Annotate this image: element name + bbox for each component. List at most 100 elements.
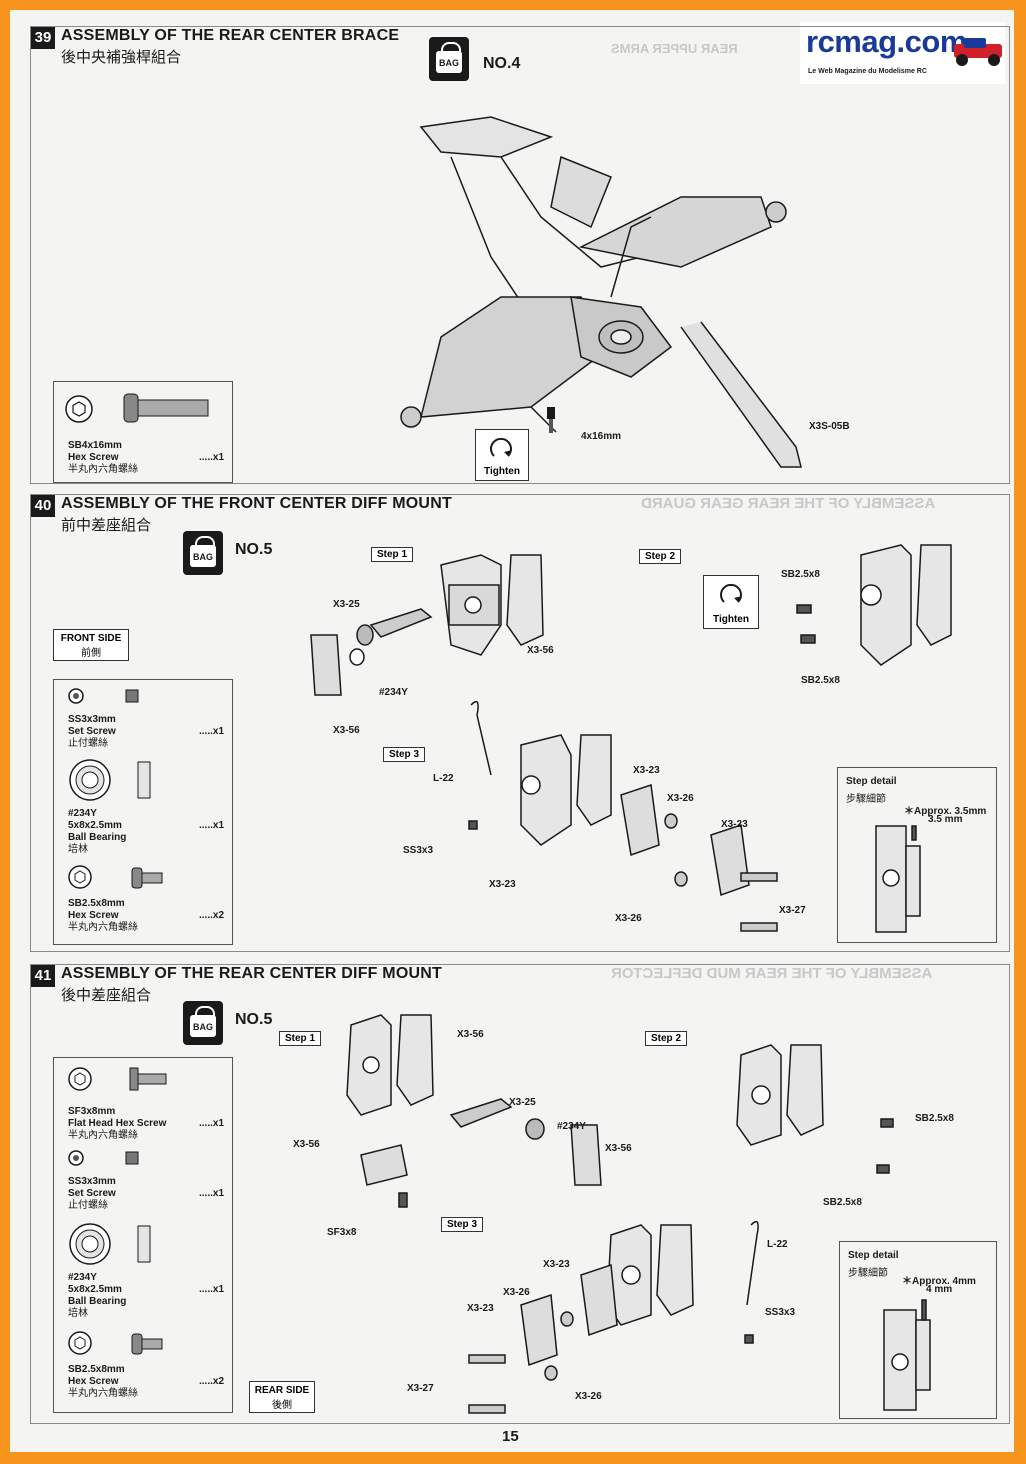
part-name: SB2.5x8mm: [68, 1364, 125, 1375]
part-label-ss3x3: SS3x3: [765, 1307, 796, 1318]
approx-dimension: ＊Approx. 3.5mm: [904, 806, 987, 817]
side-label: REAR SIDE: [254, 1385, 310, 1396]
part-label-l-22: L-22: [433, 773, 454, 784]
bleed-through-text: ASSEMBLY OF THE REAR MUD DEFLECTOR: [611, 965, 933, 982]
part-label-ss3x3: SS3x3: [403, 845, 434, 856]
part-desc: Ball Bearing: [68, 832, 127, 843]
tighten-label: Tighten: [484, 466, 520, 477]
part-desc: Hex Screw: [68, 910, 119, 921]
part-qty: .....x1: [198, 1284, 224, 1295]
logo-wordmark: rcmag.com: [806, 24, 967, 59]
section-41: 41 ASSEMBLY OF THE REAR CENTER DIFF MOUN…: [30, 964, 1010, 1424]
diff-mount-step1-diagram: [310, 554, 544, 696]
bag-icon: BAG: [183, 531, 223, 575]
part-cn: 半丸內六角螺絲: [68, 1130, 138, 1141]
part-label-x3-26: X3-26: [667, 793, 694, 804]
part-label-sf3x8: SF3x8: [327, 1227, 357, 1238]
part-name: SB4x16mm: [68, 440, 122, 451]
part-cn: 半丸內六角螺絲: [68, 922, 138, 933]
part-cn: 培林: [68, 1308, 88, 1319]
part-label-l-22: L-22: [767, 1239, 788, 1250]
part-name: SB2.5x8mm: [68, 898, 125, 909]
part-label-x3-25: X3-25: [509, 1097, 536, 1108]
part-label-sb2-5x8: SB2.5x8: [781, 569, 820, 580]
side-label-cn: 前側: [81, 648, 101, 659]
hex-screw-icon: [123, 393, 209, 423]
part-label-sb2-5x8: SB2.5x8: [801, 675, 840, 686]
hex-screw-head-icon: [65, 395, 93, 423]
part-qty: .....x1: [198, 1118, 224, 1129]
parts-list: SF3x8mm Flat Head Hex Screw 半丸內六角螺絲 ....…: [53, 1057, 233, 1413]
part-label-x3-56: X3-56: [527, 645, 554, 656]
part-label-x3-26: X3-26: [503, 1287, 530, 1298]
detail-diagram: [875, 825, 921, 933]
part-qty: .....x2: [198, 1376, 224, 1387]
part-label-x3-25: X3-25: [333, 599, 360, 610]
side-label-cn: 後側: [272, 1400, 292, 1411]
section-title: ASSEMBLY OF THE REAR CENTER BRACE: [61, 27, 400, 44]
part-label-sb2-5x8: SB2.5x8: [823, 1197, 862, 1208]
step-3-label: Step 3: [441, 1217, 484, 1232]
part-label-x3-27: X3-27: [779, 905, 806, 916]
part-desc: Hex Screw: [68, 452, 119, 463]
part-label-x3-23: X3-23: [489, 879, 516, 890]
part-label-x3-26: X3-26: [575, 1391, 602, 1402]
bag-icon: BAG: [183, 1001, 223, 1045]
tighten-box: Tighten: [703, 575, 759, 629]
part-name: #234Y: [68, 1272, 97, 1283]
tighten-box: Tighten: [475, 429, 529, 481]
part-label-x3-56: X3-56: [457, 1029, 484, 1040]
part-desc: Flat Head Hex Screw: [68, 1118, 167, 1129]
part-cn: 止付螺絲: [68, 738, 108, 749]
part-name: SS3x3mm: [68, 714, 116, 725]
diff-mount-step3-diagram: [468, 700, 778, 932]
rotate-icon: [720, 583, 742, 603]
part-label-x3-23: X3-23: [467, 1303, 494, 1314]
rear-diff-mount-step2-diagram: [736, 1044, 894, 1174]
parts-list: SS3x3mm Set Screw 止付螺絲 .....x1 #234Y 5x8…: [53, 679, 233, 945]
step-detail-title: Step detail: [846, 776, 897, 787]
part-label-x3-56: X3-56: [293, 1139, 320, 1150]
part-cn: 培林: [68, 844, 88, 855]
part-label-x3-56: X3-56: [333, 725, 360, 736]
ball-bearing-icon: [69, 759, 151, 801]
screw-label: 4x16mm: [581, 431, 622, 442]
bleed-through-text: REAR UPPER ARMS: [611, 41, 738, 56]
rotate-icon: [490, 437, 512, 457]
part-cn: 半丸內六角螺絲: [68, 464, 138, 475]
hex-screw-icon: [68, 865, 163, 889]
hex-screw-icon: [68, 1331, 163, 1355]
brace-label: X3S-05B: [809, 421, 850, 432]
step-detail-box: Step detail 步驟細節 ＊Approx. 3.5mm 3.5 mm: [837, 767, 997, 943]
page-number: 15: [502, 1428, 519, 1445]
part-qty: .....x1: [198, 1188, 224, 1199]
part-desc: Set Screw: [68, 1188, 116, 1199]
section-39: 39 ASSEMBLY OF THE REAR CENTER BRACE 後中央…: [30, 26, 1010, 484]
logo-tagline: Le Web Magazine du Modelisme RC: [808, 68, 927, 75]
step-1-label: Step 1: [371, 547, 414, 562]
part-label-234y: #234Y: [379, 687, 408, 698]
diff-mount-step2-diagram: [796, 544, 952, 666]
bag-number: NO.4: [483, 55, 521, 72]
part-name: #234Y: [68, 808, 97, 819]
screw-icon: [547, 407, 555, 433]
section-title-cn: 後中央補強桿組合: [61, 49, 182, 66]
step-3-label: Step 3: [383, 747, 426, 762]
part-desc: Hex Screw: [68, 1376, 119, 1387]
section-number: 41: [31, 965, 55, 987]
section-title-cn: 後中差座組合: [61, 987, 152, 1004]
approx-dimension: ＊Approx. 4mm: [902, 1276, 976, 1287]
part-label-x3-23: X3-23: [721, 819, 748, 830]
step-2-label: Step 2: [639, 549, 682, 564]
section-number: 39: [31, 27, 55, 49]
rear-diff-mount-step3-diagram: [468, 1220, 759, 1414]
tighten-label: Tighten: [713, 614, 749, 625]
rcmag-logo: rcmag.com Le Web Magazine du Modelisme R…: [800, 22, 1005, 84]
part-qty: .....x1: [198, 452, 224, 463]
side-label: FRONT SIDE: [60, 633, 122, 644]
part-label-x3-27: X3-27: [407, 1383, 434, 1394]
bag-number: NO.5: [235, 541, 273, 558]
part-name: SS3x3mm: [68, 1176, 116, 1187]
bleed-through-text: ASSEMBLY OF THE REAR GEAR GUARD: [641, 495, 936, 512]
parts-list: SB4x16mm Hex Screw 半丸內六角螺絲 .....x1: [53, 381, 233, 483]
